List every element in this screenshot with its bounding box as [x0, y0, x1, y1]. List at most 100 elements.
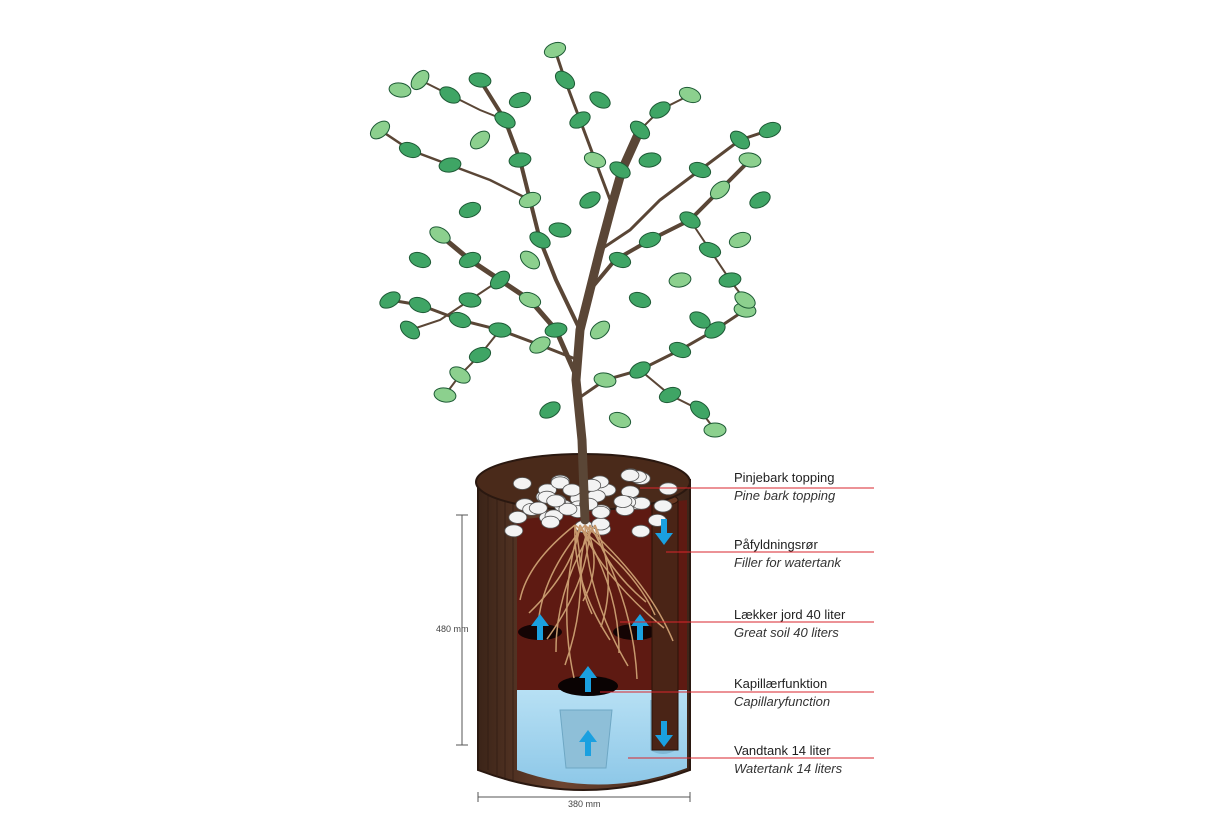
leaf: [458, 251, 482, 269]
label-capillary: Kapillærfunktion Capillaryfunction: [734, 676, 830, 710]
leaf: [494, 111, 516, 129]
leaf: [749, 191, 771, 209]
leaf: [689, 311, 711, 329]
arrow-up: [631, 614, 649, 640]
leaf: [569, 111, 591, 129]
leaf: [539, 401, 561, 419]
bark-chip: [504, 524, 524, 538]
bark-chip: [653, 499, 673, 513]
root: [584, 524, 629, 667]
bark-chip: [550, 476, 570, 490]
root: [528, 524, 581, 614]
leaf: [608, 411, 632, 429]
leaf: [729, 130, 751, 150]
leaf: [554, 70, 576, 90]
leaf: [438, 157, 462, 173]
leaf: [448, 311, 472, 329]
leaf: [458, 292, 482, 308]
arrow-up: [579, 730, 597, 756]
label-pine-bark: Pinjebark topping Pine bark topping: [734, 470, 835, 504]
bark-chip: [562, 483, 582, 497]
label-soil: Lækker jord 40 liter Great soil 40 liter…: [734, 607, 845, 641]
leaf: [408, 251, 432, 269]
leaf: [668, 341, 692, 359]
leaf: [698, 241, 722, 259]
root: [594, 524, 647, 603]
leaf: [628, 291, 652, 309]
leaf: [399, 320, 421, 340]
leaf: [738, 152, 762, 168]
leaf: [704, 321, 726, 339]
tree: [369, 41, 782, 525]
leaf: [593, 372, 617, 388]
leaf: [629, 361, 651, 379]
leaf: [398, 141, 422, 159]
leaf: [638, 231, 662, 249]
bark-chip: [591, 506, 611, 519]
height-dimension-line: [456, 514, 468, 746]
leaf: [518, 191, 542, 209]
width-dimension: 380 mm: [566, 799, 603, 809]
leaf: [758, 121, 782, 139]
arrow-down: [655, 721, 673, 747]
leaf: [543, 41, 567, 59]
leaf: [589, 320, 611, 340]
pine-bark-topping: [504, 468, 678, 538]
leaf: [519, 250, 541, 270]
leaf: [718, 272, 742, 288]
arrow-up: [531, 614, 549, 640]
leaf: [668, 272, 692, 288]
leaf: [369, 120, 391, 140]
leaf: [649, 101, 671, 119]
leader-lines: [600, 487, 874, 759]
bark-chip: [613, 495, 633, 508]
root: [546, 524, 591, 640]
leaf: [489, 270, 511, 290]
leaf: [589, 91, 611, 109]
leaf: [579, 191, 601, 209]
leaf: [508, 91, 532, 109]
bark-chip: [508, 511, 528, 524]
label-pine-bark-da: Pinjebark topping: [734, 470, 835, 485]
leaf: [583, 151, 607, 169]
label-filler-da: Påfyldningsrør: [734, 537, 818, 552]
label-pine-bark-en: Pine bark topping: [734, 488, 836, 503]
root: [574, 524, 656, 616]
arrow-up: [579, 666, 597, 692]
arrow-down: [655, 519, 673, 545]
leaf: [678, 86, 702, 104]
leaf: [468, 72, 492, 88]
leaf: [629, 120, 651, 140]
leaf: [410, 69, 430, 91]
root: [584, 524, 674, 642]
bark-chip: [658, 482, 678, 496]
bark-chip: [512, 477, 532, 490]
root: [574, 524, 611, 641]
bark-chip: [631, 524, 651, 538]
height-dimension: 480 mm: [436, 624, 469, 634]
width-dimension-line: [477, 792, 691, 802]
leaf: [508, 152, 532, 168]
leaf: [703, 422, 727, 438]
leaf: [689, 400, 711, 420]
leaf: [408, 296, 432, 314]
leaf: [688, 161, 712, 179]
label-soil-da: Lækker jord 40 liter: [734, 607, 846, 622]
leaf: [388, 82, 412, 98]
label-capillary-en: Capillaryfunction: [734, 694, 831, 709]
leaf: [468, 346, 492, 364]
root: [564, 524, 582, 666]
leaf: [488, 322, 512, 338]
leaf: [469, 130, 491, 150]
label-capillary-da: Kapillærfunktion: [734, 676, 828, 691]
leaf: [728, 231, 752, 249]
soil-section: [517, 500, 687, 690]
leaf: [679, 211, 701, 229]
leaf: [638, 152, 662, 168]
root: [519, 524, 576, 601]
leaf: [548, 222, 572, 238]
roots: [519, 524, 674, 680]
label-filler-en: Filler for watertank: [734, 555, 841, 570]
label-filler: Påfyldningsrør Filler for watertank: [734, 537, 841, 571]
